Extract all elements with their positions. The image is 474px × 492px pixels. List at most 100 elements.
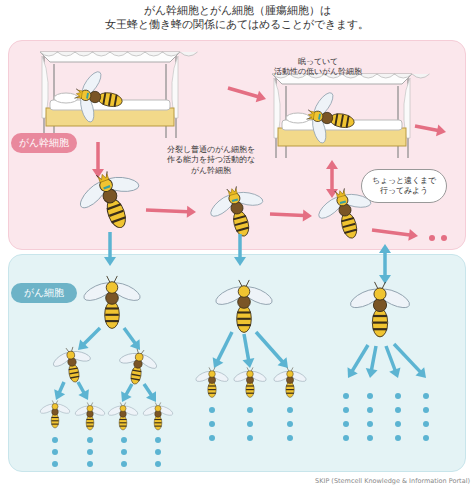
stripe xyxy=(286,389,294,390)
stripe xyxy=(246,393,254,394)
stripe xyxy=(237,318,251,320)
stripe xyxy=(208,385,216,386)
stripe xyxy=(119,422,126,423)
queen-bee xyxy=(71,66,127,129)
wing xyxy=(195,369,214,383)
pillow xyxy=(54,93,78,103)
thorax xyxy=(286,376,293,383)
abdomen xyxy=(104,196,129,230)
antenna xyxy=(155,402,161,405)
thorax xyxy=(87,411,94,418)
head xyxy=(374,288,386,300)
arrow-shaft xyxy=(352,345,368,371)
antenna xyxy=(335,188,346,196)
region-label: がん細胞 xyxy=(11,283,77,303)
wing xyxy=(316,193,347,221)
cell-dot xyxy=(247,407,253,413)
cell-dot xyxy=(247,435,253,441)
bed-post xyxy=(407,78,408,158)
stripe xyxy=(119,426,126,427)
stripe xyxy=(246,385,254,386)
arrow-head xyxy=(379,244,391,253)
mattress xyxy=(282,120,402,130)
wing xyxy=(88,404,106,417)
wing xyxy=(232,190,264,207)
bed-post xyxy=(53,64,54,138)
antenna xyxy=(247,367,253,371)
wing xyxy=(233,369,252,383)
arrow xyxy=(326,160,338,198)
arrow xyxy=(415,124,446,136)
bed-post xyxy=(165,64,166,138)
abdomen xyxy=(105,301,120,328)
stripe xyxy=(341,218,354,221)
arrow-head xyxy=(213,357,224,368)
stripe xyxy=(236,228,249,231)
cell-dot xyxy=(367,435,373,441)
arrow-shaft xyxy=(59,382,64,393)
wing xyxy=(248,369,267,383)
stripe xyxy=(154,419,161,420)
stripe xyxy=(373,328,387,330)
crown xyxy=(228,188,237,196)
stripe xyxy=(105,307,119,309)
stripe xyxy=(109,211,123,216)
arrow-head xyxy=(408,229,418,241)
continuation-dot xyxy=(441,235,447,241)
stripe xyxy=(343,224,356,227)
cell-dot xyxy=(343,393,349,399)
arrow-head xyxy=(78,339,89,350)
head xyxy=(209,371,216,378)
abdomen xyxy=(154,416,162,430)
cell-dot xyxy=(367,421,373,427)
arrow-shaft xyxy=(244,334,249,360)
stripe xyxy=(373,322,387,324)
stripe xyxy=(237,324,251,326)
cell-dot xyxy=(52,437,58,443)
face xyxy=(340,201,346,203)
arrow-shaft xyxy=(146,210,188,212)
wing xyxy=(53,402,71,415)
speech-bubble: ちょっと遠くまで 行ってみよう xyxy=(361,169,447,203)
abdomen xyxy=(86,416,94,430)
stripe xyxy=(103,93,105,105)
worker-bee xyxy=(74,402,106,430)
cell-dot xyxy=(423,435,429,441)
cell-dot xyxy=(52,449,58,455)
wing xyxy=(142,404,160,417)
annotation: 分裂し普通のがん細胞を 作る能力を持つ活動的な がん幹細胞 xyxy=(160,145,262,176)
head xyxy=(52,403,58,409)
thorax xyxy=(101,187,119,205)
bed-post xyxy=(397,86,398,158)
cell-dot xyxy=(343,421,349,427)
arrow-shaft xyxy=(126,384,132,395)
bed-post xyxy=(175,56,176,138)
antenna xyxy=(120,402,126,405)
wing xyxy=(39,402,57,415)
cell-dot xyxy=(52,461,58,467)
canopy-bed xyxy=(40,52,198,138)
antenna xyxy=(52,400,58,403)
antenna xyxy=(87,402,93,405)
thorax xyxy=(133,359,143,369)
cell-dot xyxy=(155,449,161,455)
speech-text: ちょっと遠くまで 行ってみよう xyxy=(369,176,439,196)
abdomen xyxy=(339,211,359,240)
stripe xyxy=(208,389,216,390)
abdomen xyxy=(329,112,356,129)
antenna xyxy=(96,171,109,181)
stripe xyxy=(335,114,337,126)
head xyxy=(228,192,241,205)
head xyxy=(155,405,161,411)
abdomen xyxy=(231,209,251,238)
arrow-head xyxy=(436,124,446,136)
arrow xyxy=(394,344,426,378)
watermark: SKIP (Stemcell Knowledge & Information P… xyxy=(250,477,470,485)
worker-bee xyxy=(142,402,174,430)
cell-dot xyxy=(287,435,293,441)
cell-dot xyxy=(155,437,161,443)
arrow xyxy=(256,332,288,368)
head xyxy=(312,110,324,122)
antenna xyxy=(287,367,293,371)
bed-post xyxy=(285,86,286,158)
